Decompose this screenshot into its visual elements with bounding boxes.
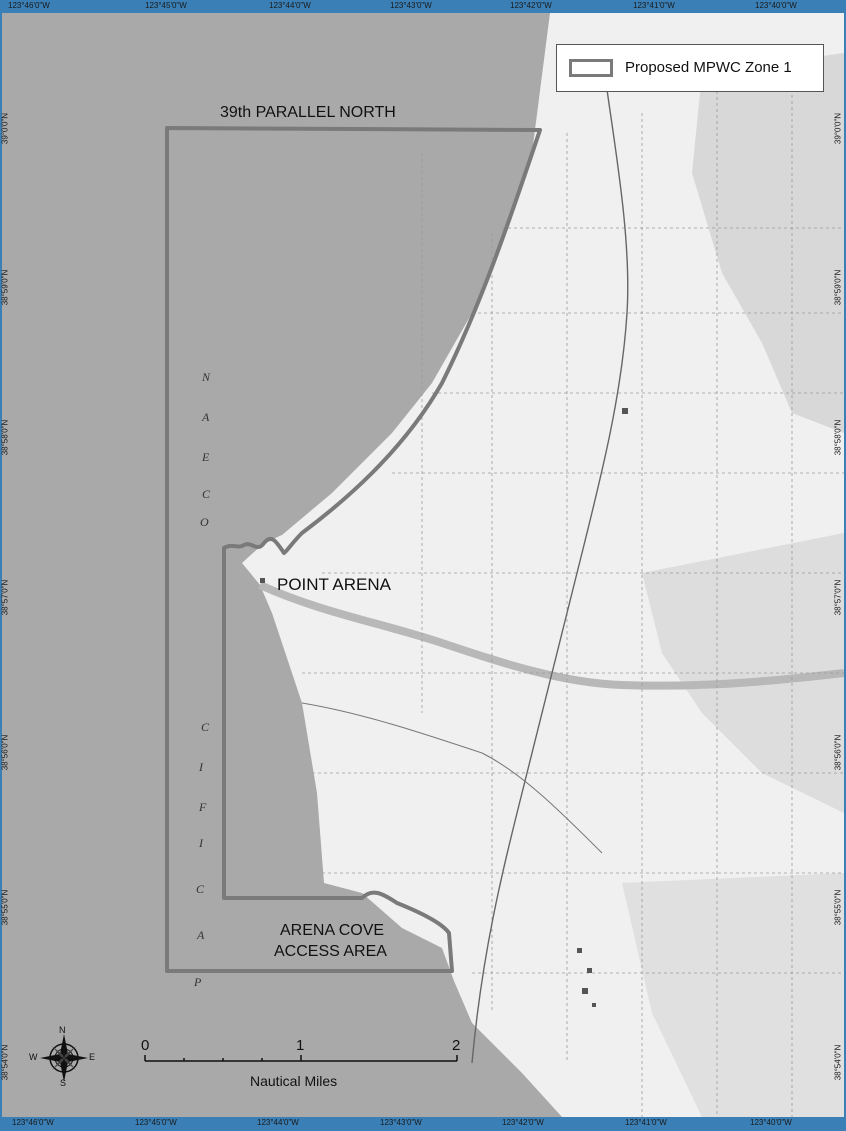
ocean-letter: C (201, 720, 210, 734)
top-tick-label: 123°41'0"W (633, 1, 675, 10)
ocean-letter: O (200, 515, 209, 529)
left-tick-label: 38°56'0"N (0, 734, 10, 771)
left-tick-label: 39°0'0"N (0, 112, 10, 145)
legend-swatch-zone-1 (569, 59, 613, 77)
right-tick-label: 39°0'0"N (833, 112, 843, 145)
bottom-tick-label: 123°42'0"W (502, 1118, 544, 1127)
highway-1 (471, 52, 629, 1064)
compass-rose (40, 1034, 88, 1082)
section-grid (302, 53, 844, 1117)
scale-unit-label: Nautical Miles (250, 1073, 338, 1089)
ocean-letter: C (196, 882, 205, 896)
ocean-letter: I (199, 836, 203, 850)
ocean-letter: P (194, 975, 202, 989)
mpwc-zone-1-boundary[interactable] (165, 126, 542, 973)
scale-bar (144, 1055, 458, 1062)
bottom-tick-label: 123°41'0"W (625, 1118, 667, 1127)
terrain-hills (692, 53, 844, 433)
arena-cove-label-line-2: ACCESS AREA (274, 943, 387, 960)
compass-n: N (59, 1025, 66, 1035)
compass-s: S (60, 1078, 67, 1088)
legend-entry-label: Proposed MPWC Zone 1 (625, 59, 792, 76)
ocean-letter: E (202, 450, 210, 464)
ocean-letter: C (202, 487, 211, 501)
left-tick-label: 38°59'0"N (0, 269, 10, 306)
ocean-letter: N (202, 370, 211, 384)
land-area (242, 13, 844, 1117)
bottom-tick-label: 123°45'0"W (135, 1118, 177, 1127)
map-canvas[interactable] (2, 13, 844, 1117)
bottom-tick-label: 123°40'0"W (750, 1118, 792, 1127)
bottom-tick-label: 123°43'0"W (380, 1118, 422, 1127)
terrain-hills-3 (622, 873, 844, 1117)
scale-tick-0: 0 (141, 1037, 150, 1054)
point-arena-label: POINT ARENA (277, 575, 391, 594)
legend: Proposed MPWC Zone 1 (556, 44, 824, 92)
left-tick-label: 38°55'0"N (0, 889, 10, 926)
right-tick-label: 38°56'0"N (833, 734, 843, 771)
compass-e: E (89, 1052, 96, 1062)
right-tick-label: 38°59'0"N (833, 269, 843, 306)
top-tick-label: 123°45'0"W (145, 1, 187, 10)
top-tick-label: 123°43'0"W (390, 1, 432, 10)
parallel-label: 39th PARALLEL NORTH (220, 104, 396, 121)
top-tick-label: 123°46'0"W (8, 1, 50, 10)
ocean-letter: A (197, 928, 205, 942)
left-tick-label: 38°58'0"N (0, 419, 10, 456)
town-blocks (260, 408, 628, 1007)
garcia-river (258, 581, 844, 690)
county-road (301, 702, 603, 854)
left-tick-label: 38°57'0"N (0, 579, 10, 616)
ocean-letter: I (199, 760, 203, 774)
arena-cove-label-line-1: ARENA COVE (280, 922, 385, 939)
ocean-letter: F (199, 800, 207, 814)
bottom-tick-label: 123°44'0"W (257, 1118, 299, 1127)
top-tick-label: 123°42'0"W (510, 1, 552, 10)
right-tick-label: 38°55'0"N (833, 889, 843, 926)
compass-w: W (29, 1052, 38, 1062)
ocean-letter: A (202, 410, 210, 424)
top-tick-label: 123°44'0"W (269, 1, 311, 10)
top-tick-label: 123°40'0"W (755, 1, 797, 10)
scale-tick-2: 2 (452, 1037, 461, 1054)
left-tick-label: 38°54'0"N (0, 1044, 10, 1081)
right-tick-label: 38°57'0"N (833, 579, 843, 616)
scale-tick-1: 1 (296, 1037, 305, 1054)
right-tick-label: 38°58'0"N (833, 419, 843, 456)
right-tick-label: 38°54'0"N (833, 1044, 843, 1081)
bottom-tick-label: 123°46'0"W (12, 1118, 54, 1127)
